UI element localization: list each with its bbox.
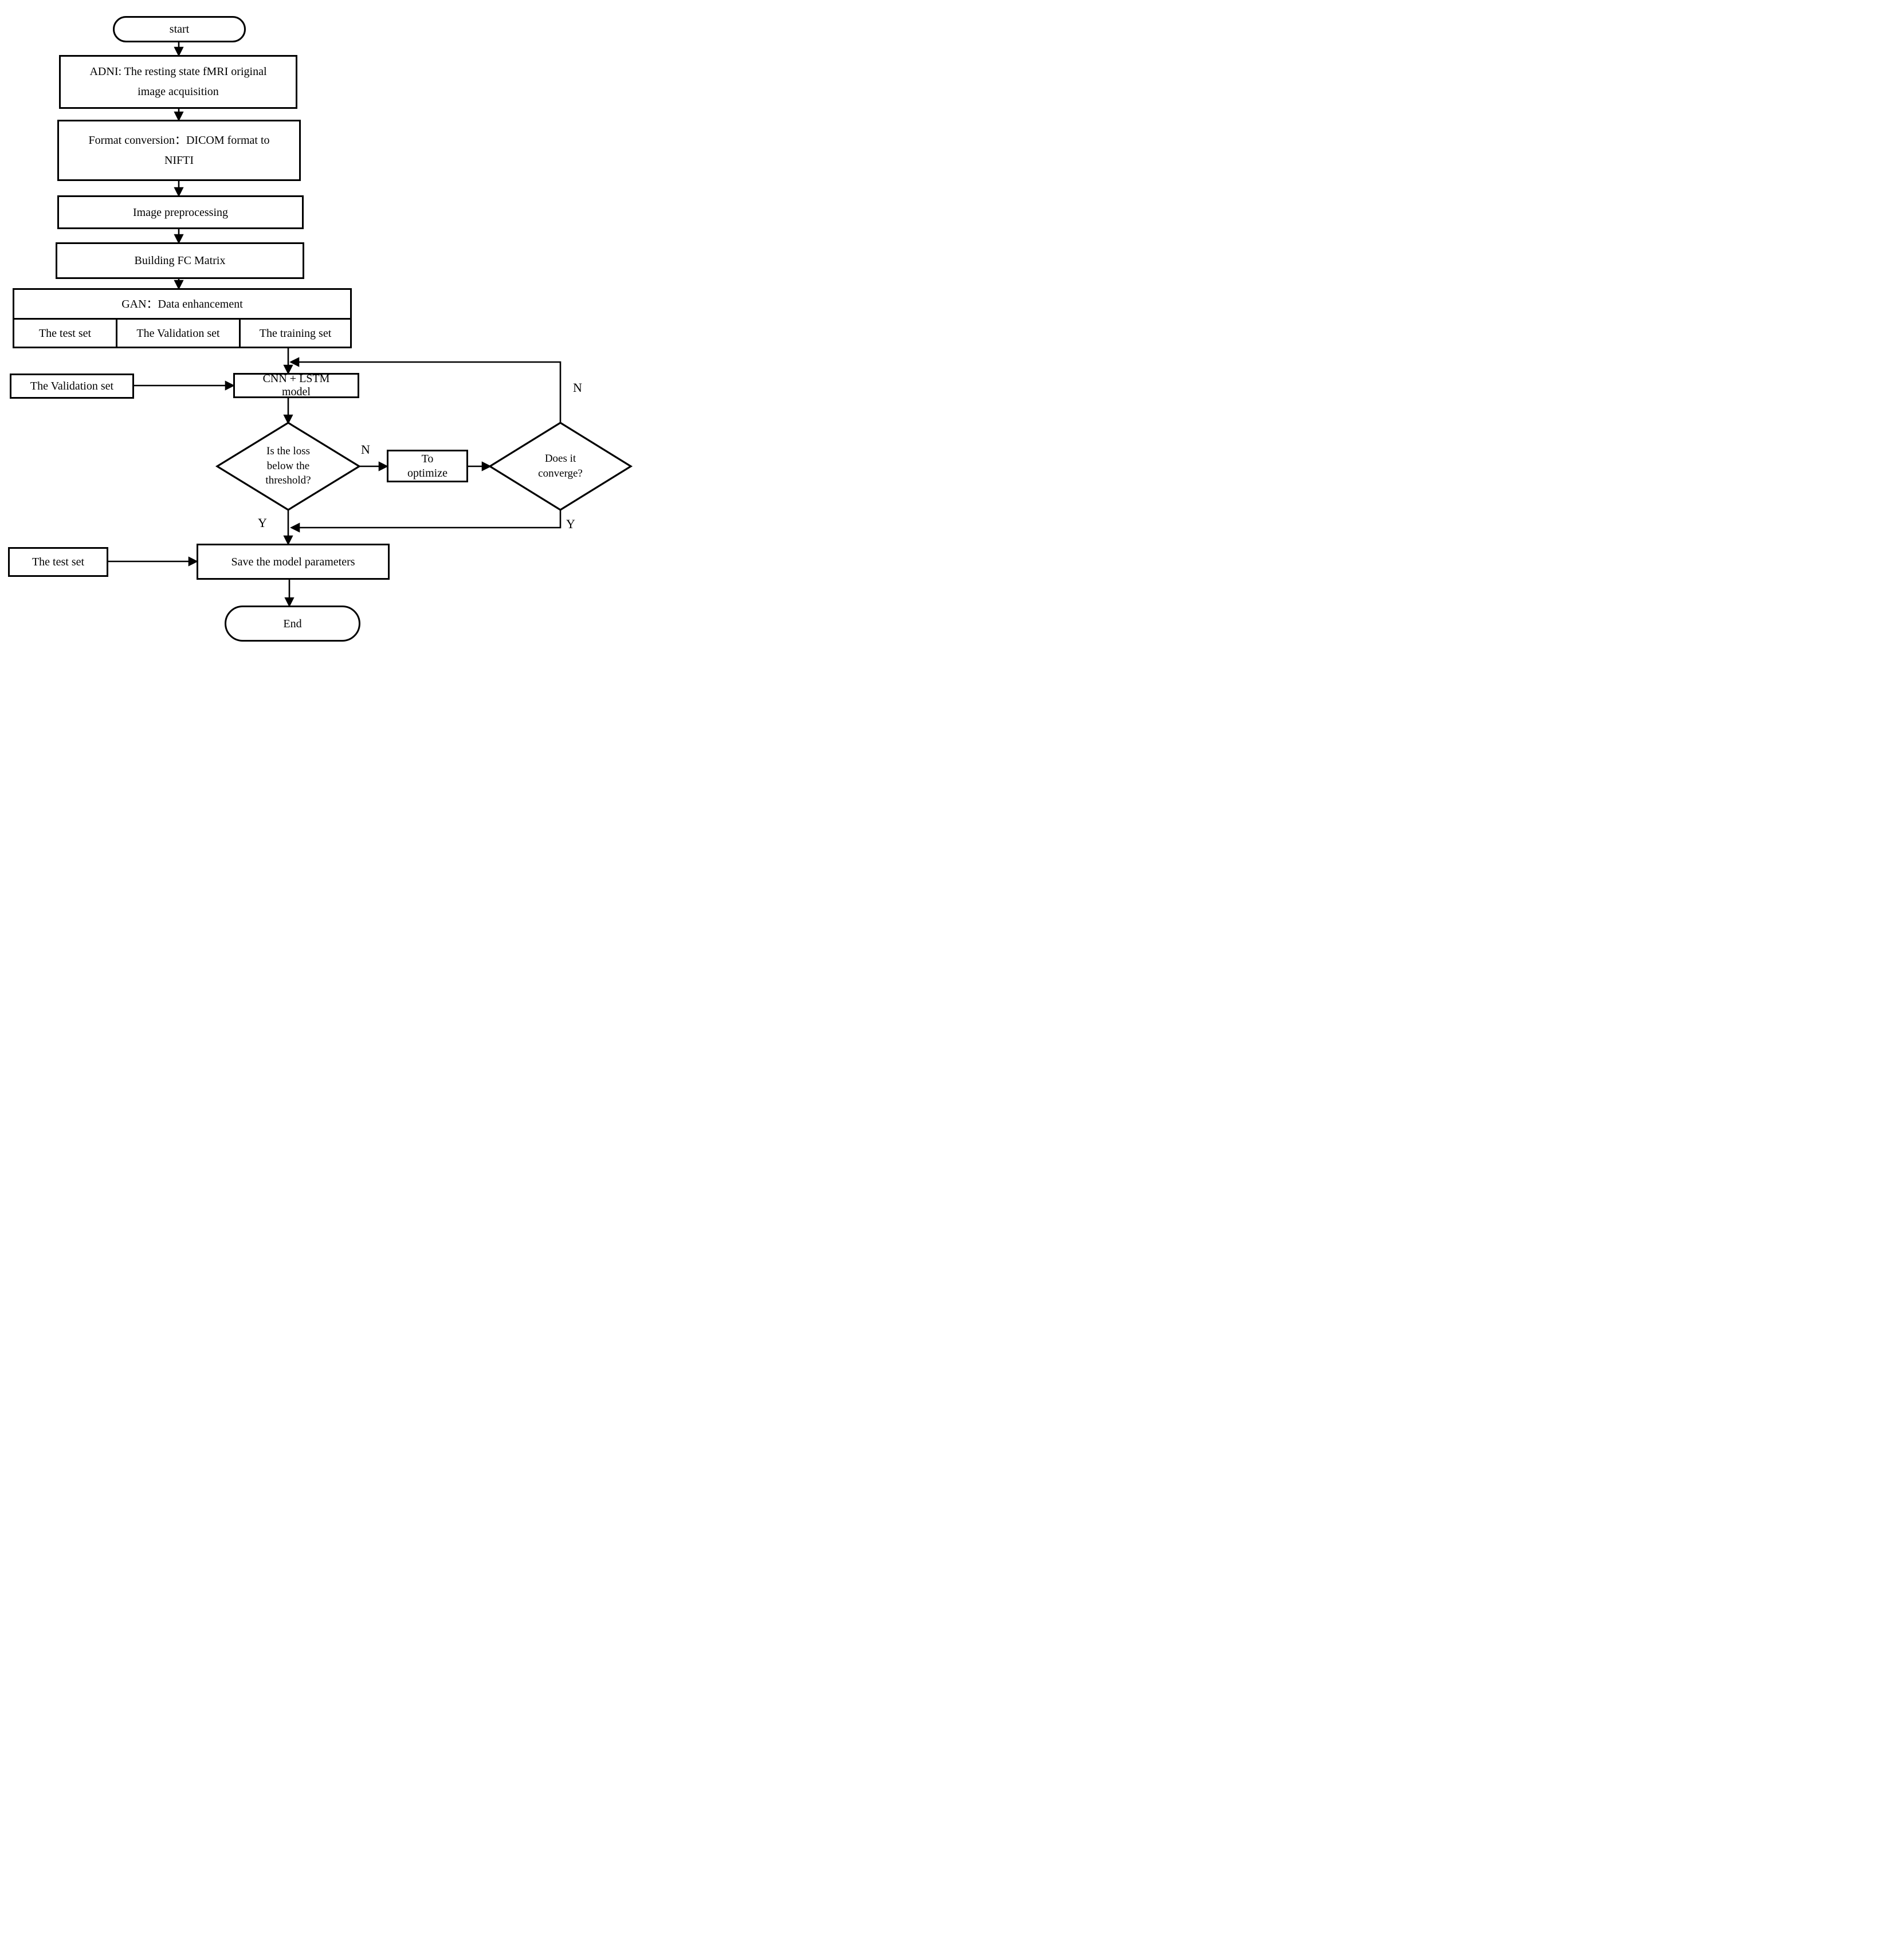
diamond-loss-line2: below the (266, 459, 310, 472)
node-end-label: End (283, 617, 302, 630)
gan-cell-validation-set-label: The Validation set (136, 327, 220, 340)
connector-layer (108, 42, 633, 607)
arrowhead-validation-to-cnn (225, 380, 235, 391)
node-to-optimize-line1: To (421, 452, 434, 465)
branch-label-loss-yes: Y (258, 516, 267, 530)
arrowhead-loss-to-optimize (378, 461, 388, 471)
arrowhead-building-to-gan (174, 280, 184, 290)
arrowhead-format-to-imgpre (174, 187, 184, 197)
node-to-optimize-line2: optimize (407, 466, 447, 479)
node-end: End (225, 606, 360, 642)
branch-label-converge-yes: Y (566, 517, 575, 531)
arrowhead-training-to-cnn (283, 364, 293, 375)
node-adni: ADNI: The resting state fMRI original im… (59, 55, 297, 109)
node-start-label: start (169, 23, 190, 36)
node-format-conversion: Format conversion：DICOM format to NIFTI (57, 120, 301, 181)
arrowhead-cnn-to-loss (283, 414, 293, 424)
node-save-parameters: Save the model parameters (197, 544, 390, 580)
line-converge-yes-return (297, 510, 562, 529)
gan-cell-test-set-label: The test set (38, 327, 92, 340)
node-adni-line1: ADNI: The resting state fMRI original (89, 65, 267, 78)
node-building-fc-matrix: Building FC Matrix (56, 242, 304, 279)
node-cnn-lstm-model: CNN + LSTM model (233, 372, 359, 398)
node-to-optimize: To optimize (387, 450, 468, 482)
node-validation-set: The Validation set (10, 374, 134, 399)
diamond-loss-line3: threshold? (265, 474, 311, 487)
line-converge-no-loopback (297, 361, 562, 423)
diamond-converge-shape (488, 422, 633, 511)
node-cnn-lstm-line2: model (282, 386, 311, 398)
branch-label-converge-no: N (573, 380, 582, 395)
arrowhead-test-to-save (188, 556, 198, 567)
diamond-loss-shape (215, 422, 362, 511)
node-image-preprocessing-label: Image preprocessing (132, 206, 229, 219)
node-save-parameters-label: Save the model parameters (231, 555, 355, 568)
node-image-preprocessing: Image preprocessing (57, 195, 304, 229)
node-gan: GAN：Data enhancement The test set The Va… (13, 288, 352, 348)
flowchart-canvas: start ADNI: The resting state fMRI origi… (0, 0, 635, 645)
diamond-converge-line2: converge? (538, 467, 583, 479)
diamond-loss-text: Is the loss below the threshold? (225, 444, 351, 488)
arrowhead-converge-yes-return (290, 522, 300, 533)
arrowhead-save-to-end (284, 597, 295, 607)
branch-label-loss-no: N (361, 442, 370, 457)
node-adni-line2: image acquisition (138, 85, 219, 98)
arrowhead-optimize-to-converge (481, 461, 492, 471)
arrowhead-loss-yes-to-save (283, 535, 293, 545)
node-building-fc-matrix-label: Building FC Matrix (134, 254, 226, 267)
node-validation-set-label: The Validation set (30, 380, 114, 392)
arrowhead-adni-to-format (174, 111, 184, 121)
gan-split-row: The test set The Validation set The trai… (14, 318, 350, 347)
gan-cell-training-set-label: The training set (259, 327, 332, 340)
gan-title-area: GAN：Data enhancement (14, 290, 350, 318)
node-gan-title: GAN：Data enhancement (121, 297, 243, 310)
diamond-converge-text: Does it converge? (497, 451, 623, 481)
node-cnn-lstm-line1: CNN + LSTM (262, 372, 330, 385)
node-test-set: The test set (8, 547, 108, 577)
arrowhead-start-to-adni (174, 46, 184, 57)
diamond-loss-line1: Is the loss (266, 445, 310, 457)
node-start: start (113, 16, 246, 42)
node-format-line1: Format conversion：DICOM format to (88, 133, 270, 147)
node-test-set-label: The test set (32, 556, 85, 568)
arrowhead-imgpre-to-building (174, 234, 184, 244)
gan-cell-training-set: The training set (239, 320, 350, 347)
gan-cell-test-set: The test set (14, 320, 116, 347)
gan-cell-validation-set: The Validation set (116, 320, 239, 347)
diamond-converge-line1: Does it (544, 453, 576, 465)
node-format-line2: NIFTI (164, 154, 194, 167)
arrowhead-converge-no-loopback (289, 357, 300, 367)
